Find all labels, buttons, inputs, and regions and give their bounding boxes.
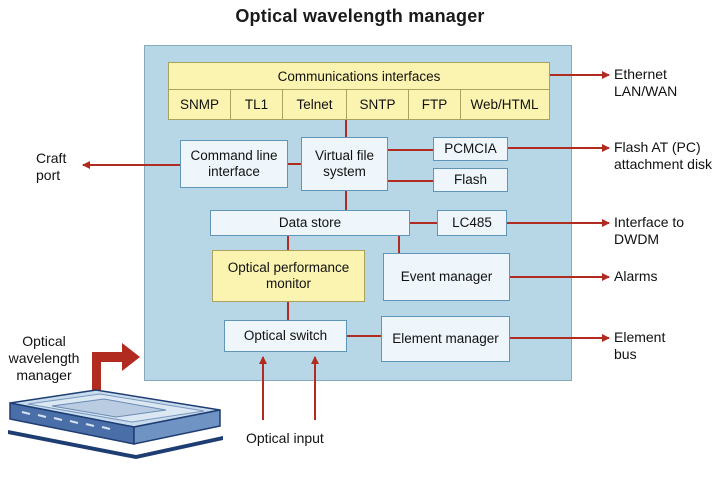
event-manager-block: Event manager <box>383 253 510 301</box>
lc485-block: LC485 <box>437 210 507 236</box>
communications-interfaces-title: Communications interfaces <box>169 63 549 90</box>
flash-attachment-label: Flash AT (PC) attachment disk <box>614 139 713 172</box>
communications-interfaces-block: Communications interfaces SNMP TL1 Telne… <box>168 62 550 120</box>
protocol-row: SNMP TL1 Telnet SNTP FTP Web/HTML <box>169 90 549 119</box>
command-line-interface-block: Command line interface <box>180 140 288 188</box>
flash-block: Flash <box>433 168 508 192</box>
protocol-ftp: FTP <box>409 90 461 119</box>
protocol-tl1: TL1 <box>231 90 283 119</box>
element-manager-block: Element manager <box>381 316 510 362</box>
optical-switch-block: Optical switch <box>224 320 347 352</box>
protocol-snmp: SNMP <box>169 90 231 119</box>
protocol-telnet: Telnet <box>283 90 347 119</box>
virtual-file-system-block: Virtual file system <box>301 137 388 191</box>
optical-input-label: Optical input <box>246 430 324 446</box>
protocol-web-html: Web/HTML <box>470 97 539 112</box>
alarms-label: Alarms <box>614 268 658 284</box>
data-store-block: Data store <box>210 210 410 236</box>
optical-performance-monitor-block: Optical performance monitor <box>212 250 365 302</box>
device-arrow <box>92 343 140 395</box>
ethernet-label: Ethernet LAN/WAN <box>614 66 678 99</box>
pcmcia-block: PCMCIA <box>433 137 508 161</box>
craft-port-label: Craft port <box>36 150 67 183</box>
device-label: Optical wavelength manager <box>8 333 80 383</box>
diagram-title: Optical wavelength manager <box>235 6 485 26</box>
protocol-sntp: SNTP <box>347 90 409 119</box>
interface-dwdm-label: Interface to DWDM <box>614 214 685 247</box>
optical-wavelength-manager-device <box>8 389 223 459</box>
element-bus-label: Element bus <box>614 329 666 362</box>
